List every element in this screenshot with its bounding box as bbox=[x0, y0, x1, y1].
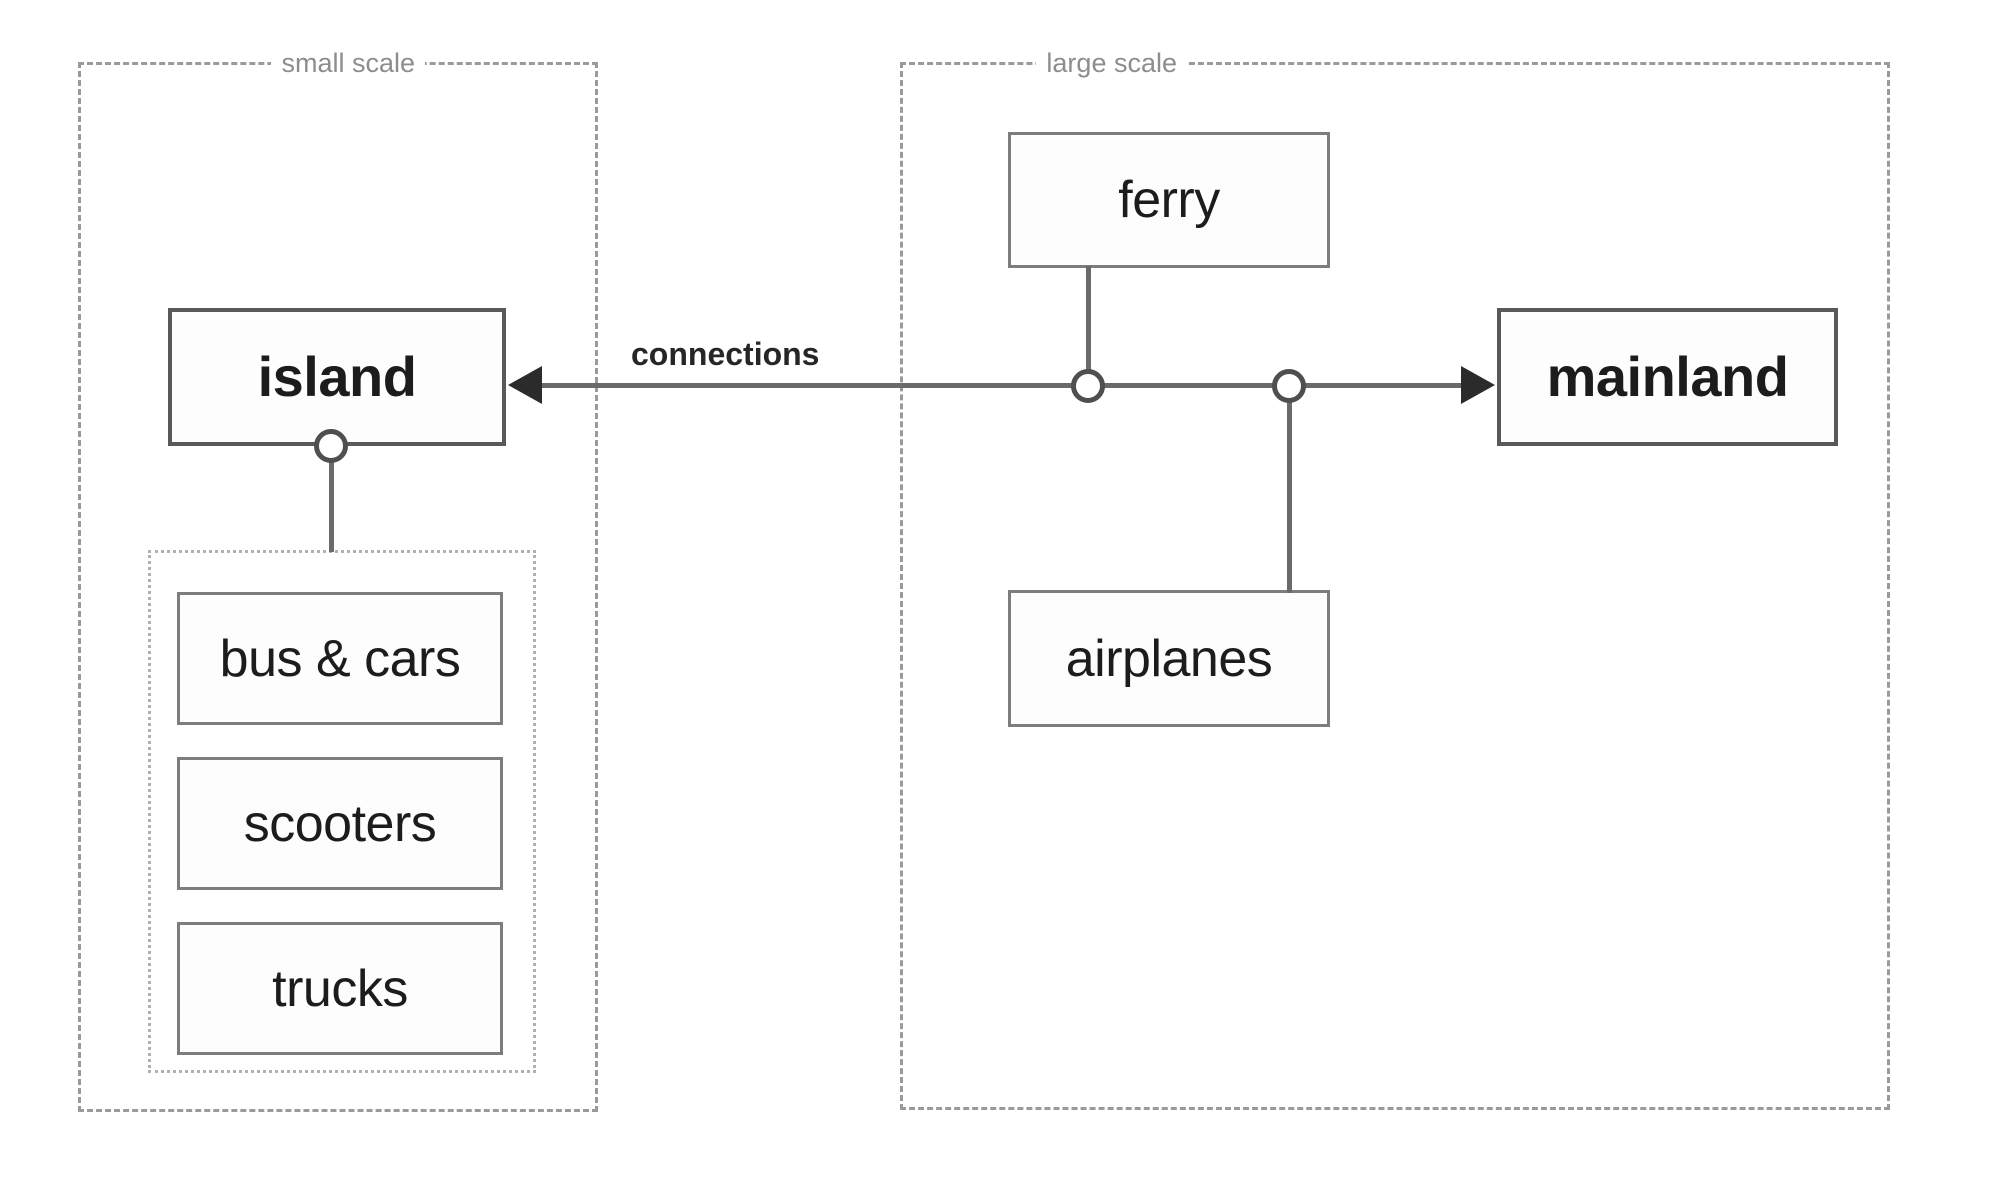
node-ferry-label: ferry bbox=[1118, 171, 1220, 229]
node-ferry[interactable]: ferry bbox=[1008, 132, 1330, 268]
arrowhead-to-island bbox=[508, 366, 542, 404]
node-airplanes[interactable]: airplanes bbox=[1008, 590, 1330, 727]
junction-island-vehicles bbox=[314, 429, 348, 463]
group-large-scale-label: large scale bbox=[1036, 48, 1187, 78]
node-bus-and-cars[interactable]: bus & cars bbox=[177, 592, 503, 725]
node-trucks[interactable]: trucks bbox=[177, 922, 503, 1055]
junction-airplanes bbox=[1272, 369, 1306, 403]
group-small-scale: small scale bbox=[78, 48, 598, 1112]
edge-label-connections: connections bbox=[625, 337, 826, 371]
node-bus-and-cars-label: bus & cars bbox=[219, 629, 461, 688]
node-mainland-label: mainland bbox=[1546, 345, 1789, 408]
node-island-label: island bbox=[257, 345, 417, 408]
group-large-scale: large scale bbox=[900, 48, 1890, 1110]
connector-ferry-to-spine bbox=[1086, 266, 1091, 386]
group-small-scale-label: small scale bbox=[271, 48, 425, 78]
junction-ferry bbox=[1071, 369, 1105, 403]
node-airplanes-label: airplanes bbox=[1065, 629, 1273, 688]
node-scooters[interactable]: scooters bbox=[177, 757, 503, 890]
node-mainland[interactable]: mainland bbox=[1497, 308, 1838, 446]
connector-airplanes-to-spine bbox=[1287, 383, 1292, 593]
node-trucks-label: trucks bbox=[272, 959, 408, 1018]
node-scooters-label: scooters bbox=[243, 794, 437, 853]
arrowhead-to-mainland bbox=[1461, 366, 1495, 404]
connector-connections-spine bbox=[540, 383, 1465, 388]
group-island-vehicles bbox=[148, 550, 536, 1073]
node-island[interactable]: island bbox=[168, 308, 506, 446]
connector-island-to-vehicles bbox=[329, 446, 334, 552]
